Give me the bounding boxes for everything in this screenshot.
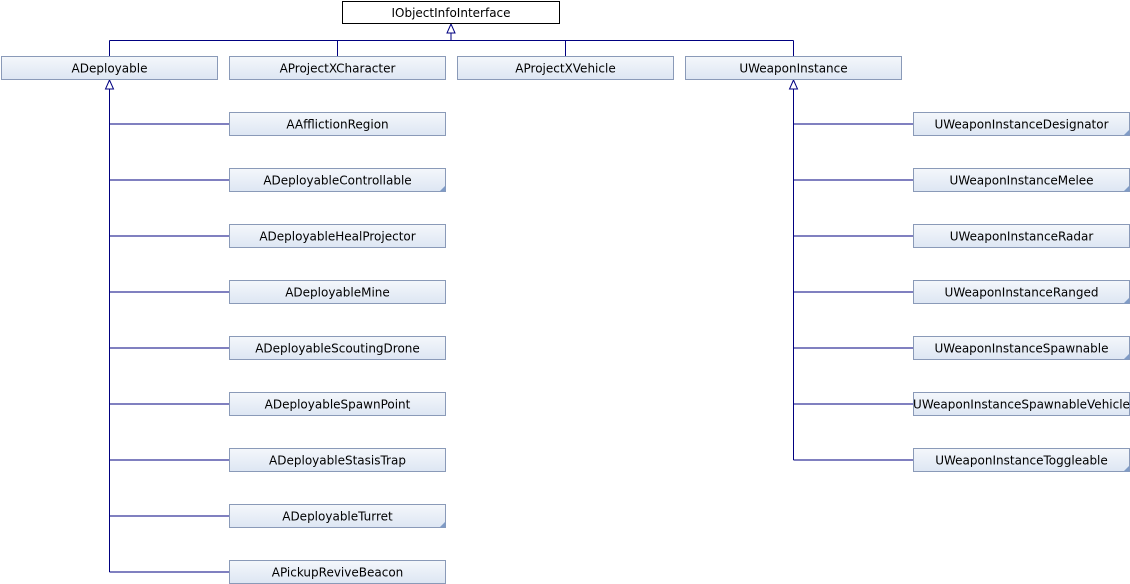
class-node-adeployable[interactable]: ADeployable xyxy=(1,56,218,80)
class-node-adeployableturret[interactable]: ADeployableTurret xyxy=(229,504,446,528)
root-arrowhead-icon xyxy=(446,22,456,34)
class-node-label: ADeployableSpawnPoint xyxy=(265,398,411,412)
class-node-uweaponinstancespawnablevehicle[interactable]: UWeaponInstanceSpawnableVehicle xyxy=(913,392,1130,416)
class-node-adeployablespawnpoint[interactable]: ADeployableSpawnPoint xyxy=(229,392,446,416)
class-node-uweaponinstancetoggleable[interactable]: UWeaponInstanceToggleable xyxy=(913,448,1130,472)
class-node-label: AAfflictionRegion xyxy=(286,118,388,132)
class-node-label: UWeaponInstanceToggleable xyxy=(935,454,1108,468)
class-node-box xyxy=(229,168,446,192)
class-node-box xyxy=(685,56,902,80)
trunk-arrowhead-icon-uweaponinstance xyxy=(788,78,799,90)
class-node-label: IObjectInfoInterface xyxy=(391,6,510,20)
class-node-label: UWeaponInstanceRanged xyxy=(945,286,1099,300)
class-node-uweaponinstancedesignator[interactable]: UWeaponInstanceDesignator xyxy=(913,112,1130,136)
class-node-label: UWeaponInstanceDesignator xyxy=(934,118,1108,132)
class-node-box xyxy=(229,336,446,360)
class-node-uweaponinstanceranged[interactable]: UWeaponInstanceRanged xyxy=(913,280,1130,304)
class-node-label: ADeployableControllable xyxy=(263,174,411,188)
class-node-box xyxy=(229,504,446,528)
trunk-arrowhead-icon-adeployable xyxy=(104,78,115,90)
class-node-box xyxy=(342,1,560,24)
class-node-label: UWeaponInstanceSpawnable xyxy=(935,342,1109,356)
class-node-label: AProjectXCharacter xyxy=(280,62,396,76)
class-node-label: ADeployableStasisTrap xyxy=(269,454,406,468)
class-node-label: ADeployableScoutingDrone xyxy=(255,342,420,356)
class-node-box xyxy=(229,392,446,416)
class-node-aprojectxcharacter[interactable]: AProjectXCharacter xyxy=(229,56,446,80)
has-subclasses-marker-icon xyxy=(439,185,446,192)
class-node-box xyxy=(229,280,446,304)
class-node-apickuprevivebeacon[interactable]: APickupReviveBeacon xyxy=(229,560,446,584)
class-node-label: UWeaponInstanceSpawnableVehicle xyxy=(913,398,1130,412)
class-node-box xyxy=(229,224,446,248)
has-subclasses-marker-icon xyxy=(439,521,446,528)
class-node-uweaponinstancemelee[interactable]: UWeaponInstanceMelee xyxy=(913,168,1130,192)
inheritance-edges xyxy=(104,22,913,573)
class-node-box xyxy=(229,112,446,136)
class-node-adeployablehealprojector[interactable]: ADeployableHealProjector xyxy=(229,224,446,248)
class-node-adeployablecontrollable[interactable]: ADeployableControllable xyxy=(229,168,446,192)
class-node-box xyxy=(1,56,218,80)
has-subclasses-marker-icon xyxy=(1123,185,1130,192)
has-subclasses-marker-icon xyxy=(1123,297,1130,304)
class-node-aprojectxvehicle[interactable]: AProjectXVehicle xyxy=(457,56,674,80)
class-node-uweaponinstancespawnable[interactable]: UWeaponInstanceSpawnable xyxy=(913,336,1130,360)
has-subclasses-marker-icon xyxy=(1123,353,1130,360)
class-node-label: ADeployable xyxy=(72,62,148,76)
class-node-adeployablescoutingdrone[interactable]: ADeployableScoutingDrone xyxy=(229,336,446,360)
class-node-label: UWeaponInstanceMelee xyxy=(949,174,1093,188)
class-node-box xyxy=(229,448,446,472)
class-node-box xyxy=(457,56,674,80)
has-subclasses-marker-icon xyxy=(1123,465,1130,472)
class-node-label: ADeployableTurret xyxy=(282,510,393,524)
class-node-aafflictionregion[interactable]: AAfflictionRegion xyxy=(229,112,446,136)
class-node-label: ADeployableHealProjector xyxy=(259,230,415,244)
class-node-box xyxy=(229,56,446,80)
class-node-adeployablemine[interactable]: ADeployableMine xyxy=(229,280,446,304)
class-node-label: UWeaponInstance xyxy=(739,62,847,76)
class-node-iobjectinfointerface[interactable]: IObjectInfoInterface xyxy=(342,1,560,24)
class-node-label: UWeaponInstanceRadar xyxy=(950,230,1094,244)
class-node-label: ADeployableMine xyxy=(285,286,390,300)
has-subclasses-marker-icon xyxy=(1123,129,1130,136)
class-node-uweaponinstance[interactable]: UWeaponInstance xyxy=(685,56,902,80)
class-node-label: AProjectXVehicle xyxy=(515,62,615,76)
class-node-adeployablestasistrap[interactable]: ADeployableStasisTrap xyxy=(229,448,446,472)
class-node-uweaponinstanceradar[interactable]: UWeaponInstanceRadar xyxy=(913,224,1130,248)
class-node-label: APickupReviveBeacon xyxy=(272,566,404,580)
